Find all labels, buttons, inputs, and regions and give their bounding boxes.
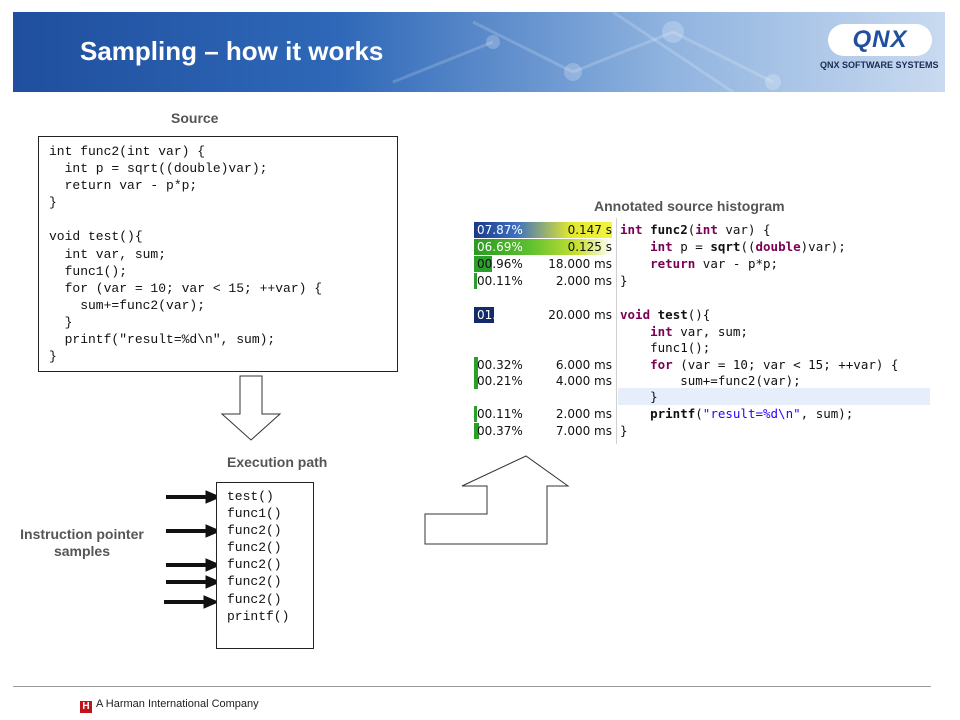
current-line-highlight xyxy=(618,388,930,405)
histogram-percent: 00.32% xyxy=(477,358,523,372)
histogram-row: func1(); xyxy=(474,340,930,356)
histogram-percent-text: 01.07% xyxy=(477,308,523,322)
source-line: int p = sqrt((double)var); xyxy=(49,161,268,177)
exec-path-line: func2() xyxy=(227,591,282,607)
source-line: printf("result=%d\n", sum); xyxy=(49,332,276,348)
exec-path-line: func2() xyxy=(227,557,282,573)
histogram-separator xyxy=(616,218,617,444)
histogram-percent: 01.07% xyxy=(475,307,539,323)
exec-path-line: func2() xyxy=(227,540,282,556)
histogram-code: } xyxy=(620,273,628,288)
execution-path-label: Execution path xyxy=(227,454,328,470)
title-banner xyxy=(13,12,945,92)
histogram-percent: 00.11% xyxy=(477,274,523,288)
histogram-code: int func2(int var) { xyxy=(620,222,771,237)
histogram-bar xyxy=(474,222,612,238)
histogram-percent: 00.21% xyxy=(477,374,523,388)
footer-divider xyxy=(13,686,931,687)
banner-network-pattern xyxy=(392,12,781,92)
source-line: } xyxy=(49,195,57,211)
source-line: } xyxy=(49,349,57,365)
histogram-row: 01.07% 20.000 ms void test(){ xyxy=(474,307,930,323)
exec-path-line: func1() xyxy=(227,506,282,522)
histogram-bar xyxy=(474,239,612,255)
histogram-bar xyxy=(474,256,492,272)
histogram-row: } xyxy=(474,389,930,405)
histogram-time: 18.000 ms xyxy=(548,257,612,271)
source-blank-line xyxy=(49,211,397,228)
source-line: return var - p*p; xyxy=(49,178,198,194)
source-line: for (var = 10; var < 15; ++var) { xyxy=(49,280,323,296)
down-arrow-icon xyxy=(220,375,282,441)
histogram-row: 00.11% 2.000 ms } xyxy=(474,273,930,289)
histogram-code: sum+=func2(var); xyxy=(620,373,801,388)
histogram-code: } xyxy=(620,423,628,438)
source-line: void test(){ xyxy=(49,229,143,245)
exec-path-line: printf() xyxy=(227,608,290,624)
qnx-logo-mark: QNX xyxy=(828,24,932,56)
source-code-box: int func2(int var) { int p = sqrt((doubl… xyxy=(38,136,398,372)
histogram-code: } xyxy=(620,389,658,404)
histogram-row: 00.21% 4.000 ms sum+=func2(var); xyxy=(474,373,930,389)
histogram-time: 0.147 s xyxy=(567,223,612,237)
histogram-percent: 00.96% xyxy=(477,257,523,271)
histogram-time: 4.000 ms xyxy=(555,374,612,388)
exec-path-line: func2() xyxy=(227,523,282,539)
histogram-bar xyxy=(474,273,477,289)
histogram-row: 00.11% 2.000 ms printf("result=%d\n", su… xyxy=(474,406,930,422)
samples-label: samples xyxy=(53,543,111,559)
histogram-code: for (var = 10; var < 15; ++var) { xyxy=(620,357,899,373)
source-line: int func2(int var) { xyxy=(49,144,206,159)
histogram-code: return var - p*p; xyxy=(650,256,779,271)
instruction-pointer-label: Instruction pointer xyxy=(20,526,144,542)
histogram-time: 2.000 ms xyxy=(555,407,612,421)
histogram-percent: 06.69% xyxy=(477,240,523,254)
annotated-histogram-label: Annotated source histogram xyxy=(594,198,785,214)
histogram-row: int var, sum; xyxy=(474,324,930,340)
harman-logo-icon: H xyxy=(80,701,92,713)
footer-text: A Harman International Company xyxy=(96,698,259,710)
histogram-bar xyxy=(474,406,477,422)
histogram-code: func1(); xyxy=(620,340,711,355)
histogram-row: 07.87% 0.147 s int func2(int var) { xyxy=(474,222,930,238)
qnx-logo: QNX QNX SOFTWARE SYSTEMS xyxy=(820,20,939,80)
bent-up-arrow-icon xyxy=(424,455,570,545)
histogram-row: 00.96% 18.000 ms return var - p*p; xyxy=(474,256,930,272)
histogram-time: 0.125 s xyxy=(567,240,612,254)
ip-sample-arrows xyxy=(164,490,222,609)
qnx-logo-subtitle: QNX SOFTWARE SYSTEMS xyxy=(820,60,939,70)
source-label: Source xyxy=(171,110,219,126)
histogram-bar xyxy=(474,423,479,439)
histogram-code: printf("result=%d\n", sum); xyxy=(650,406,854,421)
exec-path-line: func2() xyxy=(227,574,282,590)
histogram-time: 2.000 ms xyxy=(555,274,612,288)
histogram-time: 6.000 ms xyxy=(555,358,612,372)
histogram-time: 20.000 ms xyxy=(548,308,612,322)
histogram-code: int var, sum; xyxy=(650,324,748,339)
histogram-code: void test(){ xyxy=(620,307,711,322)
source-line: } xyxy=(49,314,73,330)
annotated-source-histogram: 07.87% 0.147 s int func2(int var) { 06.6… xyxy=(474,218,930,444)
exec-path-line: test() xyxy=(227,489,274,504)
histogram-percent: 07.87% xyxy=(477,223,523,237)
histogram-bar xyxy=(474,357,478,373)
histogram-percent: 00.37% xyxy=(477,424,523,438)
histogram-bar xyxy=(474,307,494,323)
histogram-time: 7.000 ms xyxy=(555,424,612,438)
histogram-bar xyxy=(474,373,478,389)
source-line: int var, sum; xyxy=(49,246,167,262)
page-title: Sampling – how it works xyxy=(80,36,384,66)
execution-path-box: test()func1()func2()func2()func2()func2(… xyxy=(216,482,314,649)
histogram-row: 00.37% 7.000 ms } xyxy=(474,423,930,439)
histogram-percent: 00.11% xyxy=(477,407,523,421)
footer: H A Harman International Company xyxy=(80,698,259,713)
histogram-row: 06.69% 0.125 s int p = sqrt((double)var)… xyxy=(474,239,930,255)
histogram-row: for (var = 10; var < 15; ++var) { xyxy=(474,357,930,373)
histogram-code: int p = sqrt((double)var); xyxy=(650,239,846,254)
source-line: sum+=func2(var); xyxy=(49,297,206,313)
source-line: func1(); xyxy=(49,263,128,279)
